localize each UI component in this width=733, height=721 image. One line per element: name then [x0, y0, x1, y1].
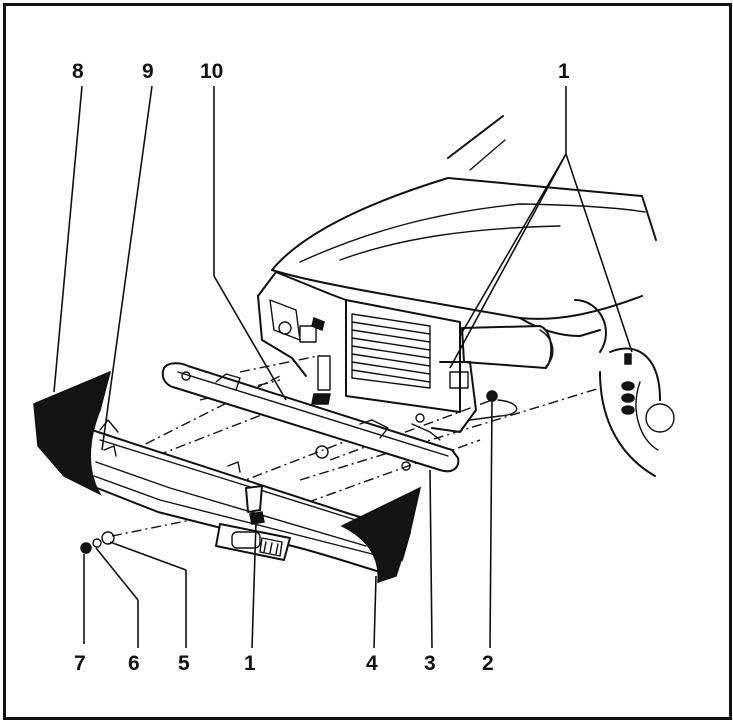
- leader-lines: [53, 85, 633, 649]
- diagram-frame: [3, 3, 732, 720]
- callout-3: 3: [424, 652, 436, 675]
- callout-9: 9: [142, 60, 154, 83]
- callout-2: 2: [482, 652, 494, 675]
- car-front-illustration: [257, 115, 675, 477]
- fastener-parts: [80, 445, 265, 554]
- bumper-cover: [33, 370, 422, 584]
- callout-8: 8: [72, 60, 84, 83]
- callout-7: 7: [74, 652, 86, 675]
- callout-5: 5: [178, 652, 190, 675]
- callout-1-bottom: 1: [244, 652, 256, 675]
- bumper-reinforcement-bar: [161, 362, 460, 473]
- callout-10: 10: [200, 60, 223, 83]
- callout-4: 4: [366, 652, 378, 675]
- callout-6: 6: [128, 652, 140, 675]
- callout-1-top: 1: [558, 60, 570, 83]
